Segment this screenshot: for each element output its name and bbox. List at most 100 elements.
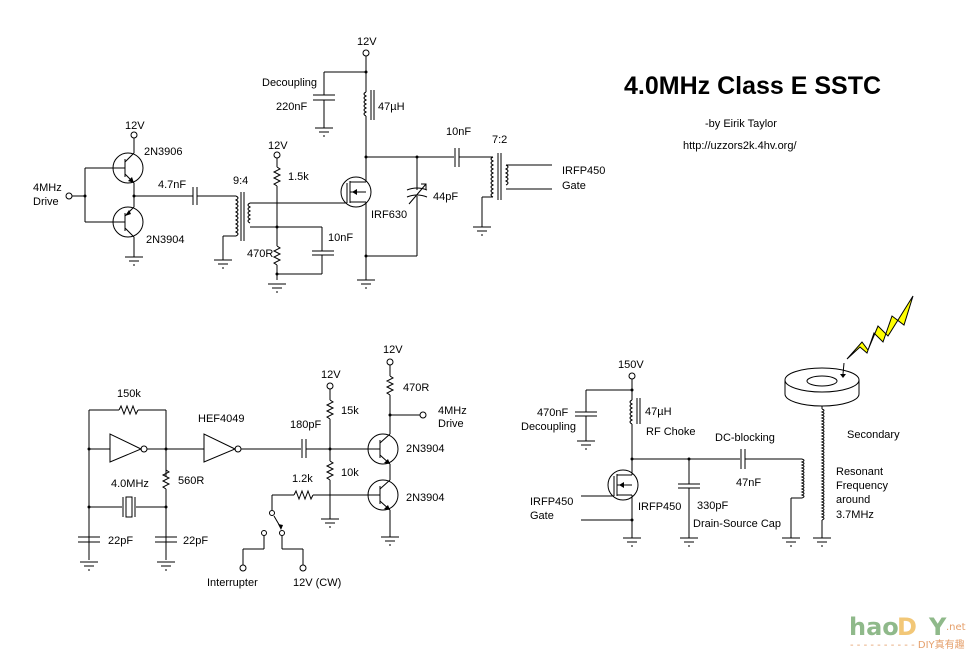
collector-supply-label: 12V [383,344,403,356]
hv-gate-label-1: IRFP450 [530,496,573,508]
power-stage-section: 150V 470nF Decoupling 47µH RF Choke [521,295,914,547]
breakout-point-icon [842,362,845,375]
driver-supply-terminal [130,131,138,139]
resonant-label-3: around [836,494,870,506]
bias-15k-label: 15k [341,405,359,417]
feedback-r-label: 150k [117,388,141,400]
osc-q-top-label: 2N3904 [406,443,445,455]
npn-transistor-icon [367,479,399,511]
secondary-coil-icon [820,408,825,521]
pnp-label: 2N3906 [144,146,183,158]
hv-decoupling-label: Decoupling [521,421,576,433]
crystal-icon [89,496,166,518]
switch-common-terminal [269,510,275,516]
osc-output-label-1: 4MHz [438,405,467,417]
series-r-label: 560R [178,475,204,487]
resonant-label-1: Resonant [836,466,883,478]
gate-driver-section: 4MHz Drive 12V 2N3906 [33,36,605,293]
driver-output-label-1: IRFP450 [562,165,605,177]
resistor-icon [272,166,282,187]
hv-decoupling-cap-label: 470nF [537,407,568,419]
capacitor-icon [454,148,460,167]
decoupling-label: Decoupling [262,77,317,89]
bias-r-top-label: 1.5k [288,171,309,183]
coupling-cap-label: 180pF [290,419,321,431]
resistor-icon [161,469,171,490]
drain-supply-label: 12V [357,36,377,48]
inverter-icon [109,433,143,463]
svg-text:.net: .net [946,622,966,633]
dc-block-cap-label: 47nF [736,477,761,489]
mosfet-icon [340,176,372,208]
osc-output-terminal [419,411,427,419]
drain-choke-label: 47µH [378,101,405,113]
cw-terminal [299,564,307,572]
resonant-label-2: Frequency [836,480,888,492]
mosfet-icon [607,469,639,501]
resistor-icon [385,375,395,396]
resistor-icon [325,399,335,420]
osc-output-label-2: Drive [438,418,464,430]
driver-supply-label: 12V [125,120,145,132]
hv-mosfet-label: IRFP450 [638,501,681,513]
capacitor-icon [192,187,198,205]
drive-input-label-2: Drive [33,196,59,208]
rf-choke-label: RF Choke [646,426,696,438]
rf-choke-value-label: 47µH [645,406,672,418]
author-credit: -by Eirik Taylor [705,118,777,130]
svg-text:hao: hao [849,613,899,641]
primary-coil-icon [800,458,805,499]
ic-label: HEF4049 [198,413,244,425]
npn-transistor-icon [112,206,144,238]
inductor-icon [629,398,641,425]
drive-input-terminal [65,192,73,200]
npn-transistor-icon [367,433,399,465]
driver-output-label-2: Gate [562,180,586,192]
transformer-icon [490,153,509,200]
author-url[interactable]: http://uzzors2k.4hv.org/ [683,140,797,152]
output-cap-label: 10nF [446,126,471,138]
svg-text:- - - - - - - - - - DIY真有趣: - - - - - - - - - - DIY真有趣 [850,638,965,651]
interrupter-terminal [239,564,247,572]
interrupter-r-label: 1.2k [292,473,313,485]
resistor-icon [293,489,314,501]
toroid-topload-icon [784,367,860,409]
spark-icon [846,295,914,360]
bias-cap-label: 10nF [328,232,353,244]
npn-label: 2N3904 [146,234,185,246]
transformer-icon [234,192,252,241]
svg-text:D: D [897,613,917,641]
resistor-icon [118,404,139,416]
decoupling-cap-label: 220nF [276,101,307,113]
switch-left-label: Interrupter [207,577,258,589]
cap-right-label: 22pF [183,535,208,547]
output-ratio-label: 7:2 [492,134,507,146]
osc-bias-supply-label: 12V [321,369,341,381]
transformer-ratio-label: 9:4 [233,175,248,187]
resistor-icon [325,460,335,481]
crystal-label: 4.0MHz [111,478,149,490]
dc-block-label: DC-blocking [715,432,775,444]
inverter-icon [203,433,237,463]
drive-input-label-1: 4MHz [33,182,62,194]
schematic-title: 4.0MHz Class E SSTC [624,72,881,100]
osc-q-bottom-label: 2N3904 [406,492,445,504]
collector-r-label: 470R [403,382,429,394]
resistor-icon [272,245,282,266]
mosfet-label: IRF630 [371,209,407,221]
hv-gate-label-2: Gate [530,510,554,522]
switch-right-label: 12V (CW) [293,577,341,589]
cap-left-label: 22pF [108,535,133,547]
watermark-logo: hao D Y .net - - - - - - - - - - DIY真有趣 [849,613,966,651]
svg-text:Y: Y [928,613,947,641]
coupling-cap-label: 4.7nF [158,179,186,191]
ds-cap-label: Drain-Source Cap [693,518,781,530]
bias-r-bottom-label: 470R [247,248,273,260]
bias-10k-label: 10k [341,467,359,479]
bias-supply-label: 12V [268,140,288,152]
var-cap-label: 44pF [433,191,458,203]
variable-capacitor-icon [406,183,428,205]
hv-supply-label: 150V [618,359,644,371]
secondary-label: Secondary [847,429,900,441]
